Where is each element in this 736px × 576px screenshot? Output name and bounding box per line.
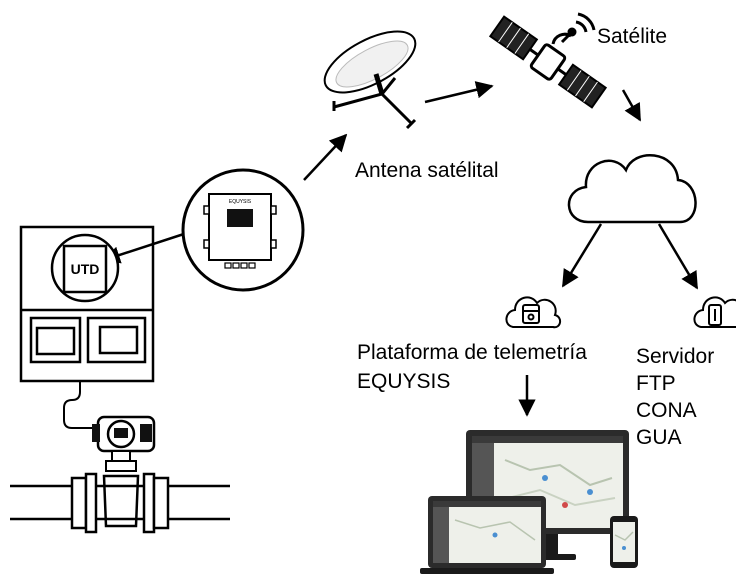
flowmeter-icon bbox=[92, 415, 156, 528]
screens-icon bbox=[420, 430, 638, 574]
server-label-line1: Servidor bbox=[636, 345, 714, 368]
signal-cable bbox=[63, 381, 96, 429]
server-label-line2: FTP bbox=[636, 372, 676, 395]
arrow-satellite-to-cloud bbox=[621, 89, 642, 122]
satellite-dish-icon bbox=[323, 30, 417, 130]
antenna-label: Antena satélital bbox=[355, 159, 499, 182]
platform-label-line1: Plataforma de telemetría bbox=[357, 341, 587, 364]
arrow-device-to-utd bbox=[102, 230, 191, 264]
platform-cloud-server-icon bbox=[505, 296, 561, 329]
satellite-dish-small-icon bbox=[551, 12, 596, 45]
arrow-cloud-to-server bbox=[657, 223, 699, 290]
cloud-icon bbox=[567, 154, 697, 224]
server-label-line4: GUA bbox=[636, 426, 682, 449]
pipe bbox=[10, 472, 230, 534]
utd-device-zoom: EQUYSIS bbox=[181, 168, 305, 292]
arrow-device-to-antenna bbox=[303, 133, 348, 181]
utd-label: UTD bbox=[71, 261, 100, 277]
connection-arrows bbox=[102, 81, 699, 417]
device-screen bbox=[227, 209, 253, 227]
satellite-label: Satélite bbox=[597, 25, 667, 48]
server-cloud-server-icon bbox=[693, 296, 736, 328]
arrow-cloud-to-platform bbox=[561, 223, 603, 288]
device-brand-label: EQUYSIS bbox=[229, 199, 252, 205]
arrow-antenna-to-satellite bbox=[424, 81, 494, 104]
electrical-cabinet-icon bbox=[19, 225, 155, 383]
platform-label-line2: EQUYSIS bbox=[357, 370, 450, 393]
satellite-icon bbox=[488, 15, 608, 109]
server-label-line3: CONA bbox=[636, 399, 697, 422]
